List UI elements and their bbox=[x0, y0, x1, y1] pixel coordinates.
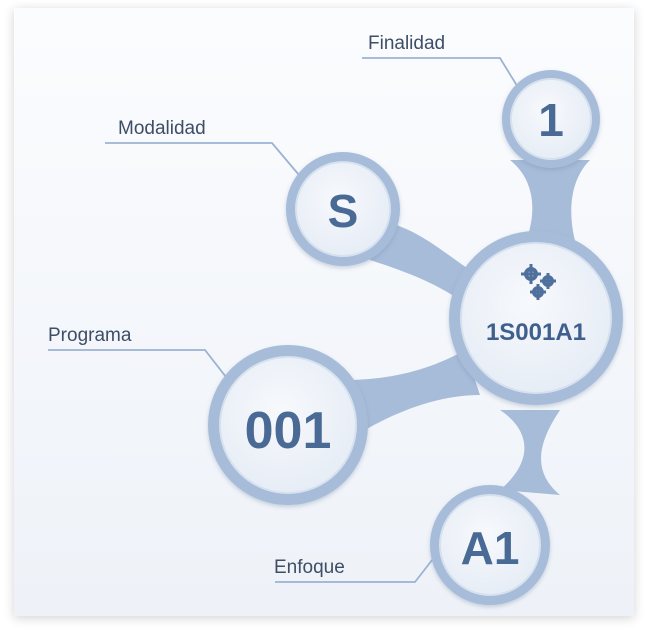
node-finalidad-value: 1 bbox=[538, 94, 564, 146]
label-enfoque: Enfoque bbox=[274, 557, 345, 578]
label-modalidad: Modalidad bbox=[118, 118, 206, 139]
node-modalidad: S bbox=[286, 152, 400, 266]
leader-modalidad bbox=[105, 142, 311, 189]
connector-programa bbox=[345, 350, 480, 430]
node-programa-value: 001 bbox=[245, 402, 332, 460]
node-finalidad: 1 bbox=[502, 70, 600, 168]
label-finalidad: Finalidad bbox=[368, 33, 445, 54]
node-enfoque: A1 bbox=[430, 485, 550, 605]
connector-modalidad bbox=[370, 220, 470, 300]
node-enfoque-value: A1 bbox=[461, 522, 520, 574]
node-hub: 1S001A1 bbox=[449, 231, 623, 405]
node-programa: 001 bbox=[208, 345, 368, 505]
gears-icon bbox=[521, 264, 556, 300]
connector-enfoque bbox=[500, 410, 560, 495]
connector-group bbox=[345, 160, 590, 495]
label-programa: Programa bbox=[48, 325, 132, 346]
node-modalidad-value: S bbox=[328, 185, 359, 237]
node-hub-value: 1S001A1 bbox=[486, 319, 586, 346]
